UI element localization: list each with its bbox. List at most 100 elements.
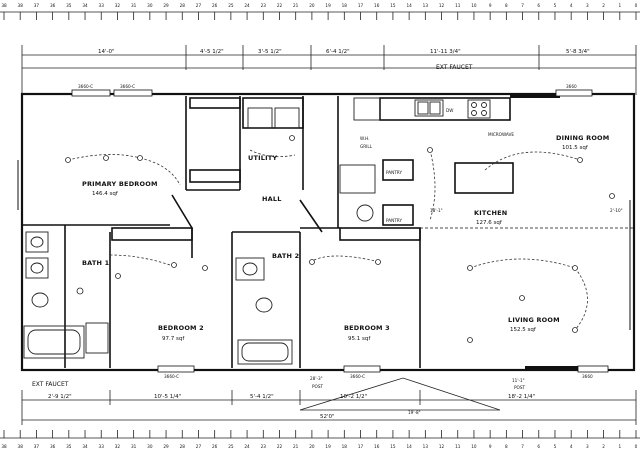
bottom-ruler-tick-label: 37 bbox=[34, 444, 40, 449]
dryer bbox=[274, 107, 300, 129]
window-label-5: 3660-C bbox=[350, 374, 365, 379]
top-ruler-tick-label: 38 bbox=[18, 3, 24, 8]
refrigerator bbox=[353, 97, 381, 121]
bottom-ruler-tick-label: 34 bbox=[82, 444, 88, 449]
dim-top-1: 14'-0" bbox=[98, 49, 115, 55]
top-ruler-tick-label: 5 bbox=[554, 3, 557, 8]
top-ruler-tick-label: 0 bbox=[635, 3, 638, 8]
outer-walls bbox=[17, 92, 636, 372]
dim-top-4: 6'-4 1/2" bbox=[326, 49, 350, 55]
bottom-ruler-tick-label: 32 bbox=[115, 444, 121, 449]
top-ruler-tick-label: 35 bbox=[66, 3, 72, 8]
bottom-ruler-tick-label: 6 bbox=[537, 444, 540, 449]
bottom-ruler-tick-label: 3 bbox=[586, 444, 589, 449]
grill-label: GRILL bbox=[360, 144, 373, 149]
top-ruler-tick-label: 26 bbox=[212, 3, 218, 8]
top-ruler-tick-label: 4 bbox=[570, 3, 573, 8]
dim-top-5: 11'-11 3/4" bbox=[430, 49, 461, 55]
top-ruler-tick-label: 12 bbox=[439, 3, 445, 8]
top-ruler-tick-label: 18 bbox=[342, 3, 348, 8]
room-name-bath-2: BATH 2 bbox=[272, 252, 299, 260]
dim-bottom-3: 5'-4 1/2" bbox=[250, 394, 274, 400]
electrical-runs bbox=[67, 149, 588, 331]
dim-top-6: 5'-8 3/4" bbox=[566, 49, 590, 55]
dim-18-1: 18'-1" bbox=[430, 208, 443, 213]
room-name-hall: HALL bbox=[262, 195, 282, 203]
ext-faucet-bottom: EXT FAUCET bbox=[32, 381, 69, 388]
top-ruler-tick-label: 20 bbox=[309, 3, 315, 8]
top-ruler-tick-label: 32 bbox=[115, 3, 121, 8]
dw-label: DW bbox=[446, 108, 453, 113]
bottom-ruler-tick-label: 29 bbox=[163, 444, 169, 449]
window-label-3: 3660 bbox=[566, 84, 577, 89]
top-ruler-tick-label: 6 bbox=[537, 3, 540, 8]
bottom-ruler-tick-label: 9 bbox=[489, 444, 492, 449]
top-ruler-tick-label: 11 bbox=[455, 3, 461, 8]
bottom-ruler-tick-label: 35 bbox=[66, 444, 72, 449]
room-area-bedroom-2: 97.7 sqf bbox=[162, 336, 185, 342]
top-ruler-tick-label: 10 bbox=[471, 3, 477, 8]
room-area-dining-room: 101.5 sqf bbox=[562, 145, 589, 151]
top-ruler-tick-label: 9 bbox=[489, 3, 492, 8]
top-ruler-tick-label: 38 bbox=[1, 3, 7, 8]
dim-11-1: 11'-1" bbox=[512, 378, 525, 383]
bottom-ruler-tick-label: 5 bbox=[554, 444, 557, 449]
dim-bottom-1: 2'-9 1/2" bbox=[48, 394, 72, 400]
room-name-primary-bedroom: PRIMARY BEDROOM bbox=[82, 180, 158, 188]
bottom-ruler-tick-label: 4 bbox=[570, 444, 573, 449]
pantry-label-1: PANTRY bbox=[386, 170, 402, 175]
bottom-ruler-tick-label: 30 bbox=[147, 444, 153, 449]
post-label-2: POST bbox=[514, 385, 525, 390]
room-name-kitchen: KITCHEN bbox=[474, 209, 507, 217]
bottom-ruler-tick-label: 8 bbox=[505, 444, 508, 449]
bath2-sink bbox=[235, 257, 265, 281]
water-heater bbox=[356, 204, 374, 222]
dim-2-10: 2'-10" bbox=[610, 208, 623, 213]
range bbox=[467, 99, 491, 119]
room-name-bath-1: BATH 1 bbox=[82, 259, 110, 267]
top-ruler-tick-label: 22 bbox=[277, 3, 283, 8]
pantry-label-2: PANTRY bbox=[386, 218, 402, 223]
top-ruler-tick-label: 14 bbox=[406, 3, 412, 8]
misc-labels: EXT FAUCET EXT FAUCET MICROWAVE GRILL PA… bbox=[32, 64, 623, 415]
bottom-ruler-tick-label: 16 bbox=[374, 444, 380, 449]
top-ruler-tick-label: 8 bbox=[505, 3, 508, 8]
bottom-ruler-tick-label: 36 bbox=[50, 444, 56, 449]
top-ruler-tick-label: 29 bbox=[163, 3, 169, 8]
top-ruler-tick-label: 19 bbox=[325, 3, 331, 8]
top-ruler-tick-label: 21 bbox=[293, 3, 299, 8]
dim-top-3: 3'-5 1/2" bbox=[258, 49, 282, 55]
room-name-utility: UTILITY bbox=[248, 154, 277, 162]
top-ruler-tick-label: 3 bbox=[586, 3, 589, 8]
bottom-ruler-tick-label: 31 bbox=[131, 444, 137, 449]
bottom-ruler-tick-label: 0 bbox=[635, 444, 638, 449]
dim-bottom-5: 18'-2 1/4" bbox=[508, 394, 535, 400]
top-ruler-tick-label: 28 bbox=[180, 3, 186, 8]
top-ruler-tick-label: 13 bbox=[423, 3, 429, 8]
dim-bottom-2: 10'-5 1/4" bbox=[154, 394, 181, 400]
bottom-ruler-tick-label: 7 bbox=[521, 444, 524, 449]
microwave-label: MICROWAVE bbox=[488, 132, 514, 137]
dim-28-3: 28'-3" bbox=[310, 376, 323, 381]
wh-label: W.H. bbox=[360, 136, 369, 141]
kitchen-sink bbox=[414, 99, 444, 117]
top-ruler-tick-label: 1 bbox=[618, 3, 621, 8]
room-name-living-room: LIVING ROOM bbox=[508, 316, 560, 324]
top-ruler-tick-label: 17 bbox=[358, 3, 364, 8]
window-label-1: 3660-C bbox=[78, 84, 93, 89]
porch-outline bbox=[299, 377, 501, 411]
bottom-ruler-tick-label: 25 bbox=[228, 444, 234, 449]
top-ruler-tick-label: 30 bbox=[147, 3, 153, 8]
bottom-ruler-tick-label: 38 bbox=[1, 444, 7, 449]
window-label-6: 3660 bbox=[582, 374, 593, 379]
water-heater-closet bbox=[339, 164, 376, 194]
bath1-linen bbox=[85, 322, 109, 354]
bottom-ruler-tick-label: 20 bbox=[309, 444, 315, 449]
top-ruler-tick-label: 24 bbox=[244, 3, 250, 8]
dim-top-2: 4'-5 1/2" bbox=[200, 49, 224, 55]
interior-walls bbox=[22, 96, 634, 368]
post-label-1: POST bbox=[312, 384, 323, 389]
room-area-primary-bedroom: 146.4 sqf bbox=[92, 191, 119, 197]
